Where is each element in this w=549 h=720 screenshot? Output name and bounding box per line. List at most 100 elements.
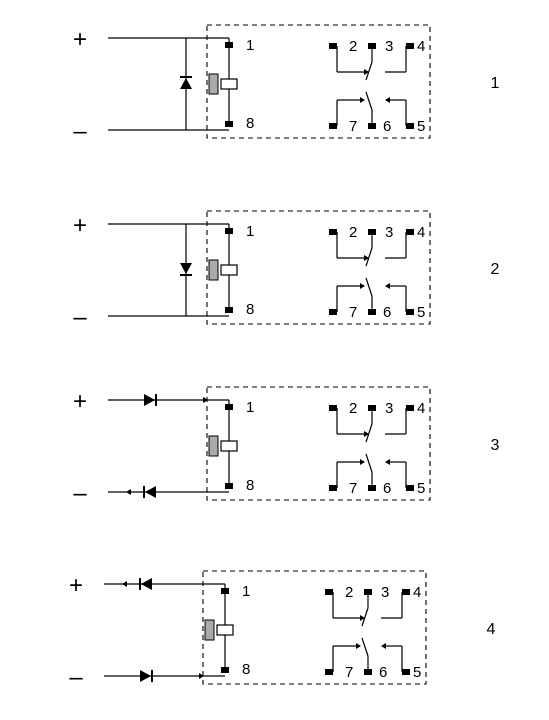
contact-pad xyxy=(406,485,414,491)
contact-7-label: 7 xyxy=(349,304,357,321)
switch-blade xyxy=(365,423,373,443)
plus-terminal-label: + xyxy=(73,26,87,53)
contact-6-label: 6 xyxy=(383,480,391,497)
contact-2-label: 2 xyxy=(349,224,357,241)
contact-pad xyxy=(406,123,414,129)
contact-4-label: 4 xyxy=(417,224,425,241)
current-arrow-icon xyxy=(126,489,131,495)
contact-6-label: 6 xyxy=(379,664,387,681)
coil-contact-box xyxy=(220,264,238,276)
contact-pad xyxy=(329,43,337,49)
minus-terminal-label: – xyxy=(73,480,87,507)
contact-pad xyxy=(402,589,410,595)
contact-7-label: 7 xyxy=(349,480,357,497)
switch-blade xyxy=(361,607,369,627)
contact-5-label: 5 xyxy=(413,664,421,681)
contact-pad xyxy=(325,669,333,675)
contact-pad xyxy=(406,229,414,235)
series-diode-icon xyxy=(139,578,152,590)
switch-blade xyxy=(365,61,373,81)
contact-arrow-icon xyxy=(385,283,390,289)
contact-arrow-icon xyxy=(364,431,369,437)
diagram-number-label: 3 xyxy=(491,437,500,454)
contact-3-label: 3 xyxy=(385,38,393,55)
contact-pad xyxy=(329,309,337,315)
coil-pin-1-label: 1 xyxy=(246,37,254,54)
series-diode-icon xyxy=(143,486,156,498)
diagram-number-label: 2 xyxy=(491,261,500,278)
relay-housing-outline xyxy=(206,210,431,325)
contact-pad xyxy=(406,309,414,315)
contact-2-label: 2 xyxy=(349,400,357,417)
contact-pad xyxy=(329,485,337,491)
diagram-number-label: 1 xyxy=(491,75,500,92)
contact-5-label: 5 xyxy=(417,118,425,135)
diode-triangle xyxy=(180,263,192,274)
contact-7-label: 7 xyxy=(349,118,357,135)
contact-4-label: 4 xyxy=(413,584,421,601)
contact-3-label: 3 xyxy=(385,400,393,417)
coil-pin-8-label: 8 xyxy=(246,115,254,132)
contact-pad xyxy=(329,229,337,235)
coil-pin-8-label: 8 xyxy=(246,301,254,318)
coil-pin-8-label: 8 xyxy=(242,661,250,678)
relay-housing-outline xyxy=(206,24,431,139)
coil-contact-box xyxy=(220,440,238,452)
flyback-diode-icon xyxy=(180,263,192,276)
diode-triangle xyxy=(180,78,192,89)
coil-pin-1-label: 1 xyxy=(242,583,250,600)
contact-2-label: 2 xyxy=(345,584,353,601)
coil-icon xyxy=(208,435,219,457)
contact-arrow-icon xyxy=(385,97,390,103)
contact-5-label: 5 xyxy=(417,480,425,497)
switch-blade xyxy=(365,277,373,297)
relay-housing-outline xyxy=(206,386,431,501)
contact-3-label: 3 xyxy=(385,224,393,241)
diode-triangle xyxy=(144,394,155,406)
contact-3-label: 3 xyxy=(381,584,389,601)
minus-terminal-label: – xyxy=(73,304,87,331)
diode-triangle xyxy=(145,486,156,498)
contact-arrow-icon xyxy=(364,69,369,75)
coil-icon xyxy=(208,73,219,95)
contact-pad xyxy=(406,405,414,411)
current-arrow-icon xyxy=(122,581,127,587)
contact-pad xyxy=(329,405,337,411)
coil-contact-box xyxy=(216,624,234,636)
contact-arrow-icon xyxy=(360,615,365,621)
flyback-diode-icon xyxy=(180,76,192,89)
coil-icon xyxy=(208,259,219,281)
coil-pin-8-label: 8 xyxy=(246,477,254,494)
plus-terminal-label: + xyxy=(73,212,87,239)
switch-blade xyxy=(365,247,373,267)
current-arrow-icon xyxy=(199,673,204,679)
series-diode-icon xyxy=(144,394,157,406)
current-arrow-icon xyxy=(203,397,208,403)
contact-pad xyxy=(406,43,414,49)
contact-6-label: 6 xyxy=(383,118,391,135)
contact-7-label: 7 xyxy=(345,664,353,681)
series-diode-icon xyxy=(140,670,153,682)
contact-arrow-icon xyxy=(381,643,386,649)
relay-housing-outline xyxy=(202,570,427,685)
contact-arrow-icon xyxy=(360,97,365,103)
minus-terminal-label: – xyxy=(69,664,83,691)
switch-blade xyxy=(365,453,373,473)
diode-triangle xyxy=(140,670,151,682)
contact-pad xyxy=(402,669,410,675)
contact-pad xyxy=(329,123,337,129)
contact-arrow-icon xyxy=(356,643,361,649)
coil-contact-box xyxy=(220,78,238,90)
coil-pin-1-label: 1 xyxy=(246,223,254,240)
contact-arrow-icon xyxy=(364,255,369,261)
switch-blade xyxy=(361,637,369,657)
switch-blade xyxy=(365,91,373,111)
minus-terminal-label: – xyxy=(73,118,87,145)
contact-arrow-icon xyxy=(360,283,365,289)
coil-pin-1-label: 1 xyxy=(246,399,254,416)
contact-6-label: 6 xyxy=(383,304,391,321)
